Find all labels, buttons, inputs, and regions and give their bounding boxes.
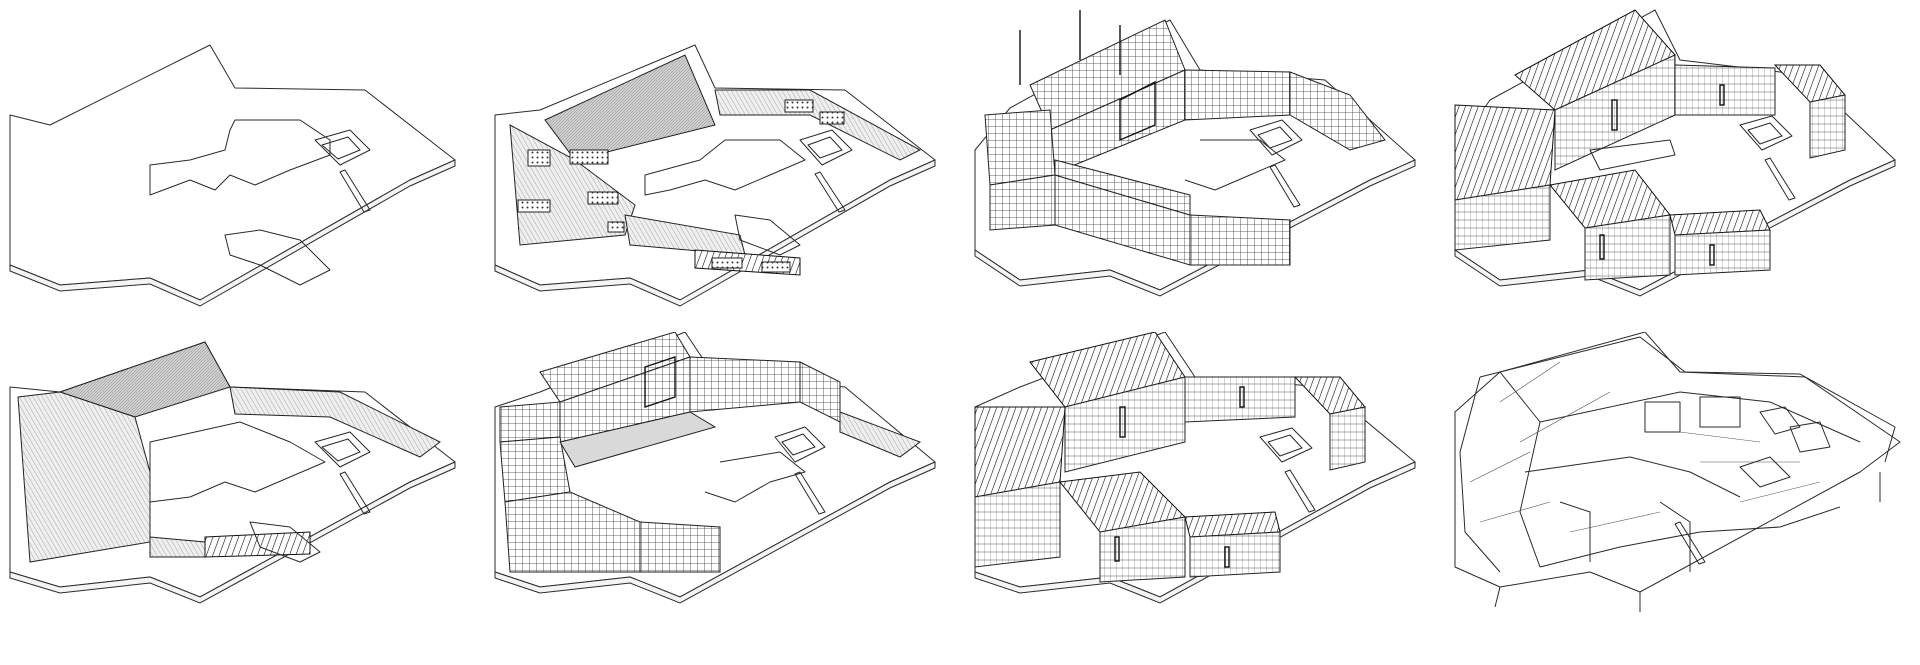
frame-wall-west (499, 436, 571, 503)
panel-8-roof-linework (1440, 332, 1920, 664)
frame-wing-west-roof (984, 109, 1056, 186)
floor-zones-drawing (494, 44, 936, 307)
clad-building-drawing (1454, 9, 1896, 297)
panel-7-enclosed-building (960, 332, 1440, 664)
finish-zone-b (17, 391, 151, 563)
planter-6 (784, 99, 814, 113)
wall-east (1674, 64, 1776, 116)
planter-3 (517, 199, 551, 213)
roof-linework-drawing (1454, 332, 1901, 612)
planter-1 (527, 149, 551, 167)
door-southeast (1709, 244, 1715, 266)
frame-wing-northeast (1289, 71, 1386, 151)
door-south (1599, 234, 1605, 260)
planter-8 (711, 257, 743, 269)
floor-finishes-drawing (9, 341, 456, 604)
enclosed-building-drawing (974, 332, 1416, 604)
frame-structure-drawing (974, 10, 1416, 297)
frame-wing-west-wall (989, 174, 1056, 231)
door-north (1611, 99, 1618, 131)
planter-5 (607, 221, 625, 233)
panel-2-floor-zones (480, 0, 960, 332)
frame-entrance-void (1119, 80, 1156, 142)
site-slab-drawing (9, 44, 456, 307)
ramp-outline (339, 169, 371, 213)
floor-zone-a (544, 54, 716, 161)
roof-lantern-1 (1644, 401, 1681, 433)
lower-courtyard-outline (224, 229, 331, 286)
finish-zone-d (204, 531, 311, 558)
panel-6-frame-partial-roof (480, 332, 960, 664)
planter-4 (587, 191, 619, 205)
frame-partial-roof-drawing (494, 332, 936, 604)
door-east (1719, 84, 1725, 106)
pit-outline (314, 129, 371, 166)
enclosed-door-north (1119, 406, 1126, 438)
roof-west (1454, 104, 1556, 201)
planter-2 (569, 149, 609, 165)
courtyard-outline (149, 119, 331, 196)
panel-4-clad-building (1440, 0, 1920, 332)
panel-3-frame-structure (960, 0, 1440, 332)
floor-zone-c (714, 89, 922, 161)
panel-5-floor-finishes (0, 332, 480, 664)
planter-9 (761, 261, 791, 273)
wall-south (1584, 214, 1671, 281)
roof-lantern-2 (1699, 396, 1741, 428)
frame-wing-east (1184, 69, 1291, 121)
planter-7 (819, 111, 845, 125)
panel-1-site-slab (0, 0, 480, 332)
finish-zone-c (229, 386, 441, 458)
floor-grey-zone (559, 411, 717, 468)
frame-wing-southeast (1189, 214, 1291, 266)
frame-wall-east (689, 356, 801, 413)
